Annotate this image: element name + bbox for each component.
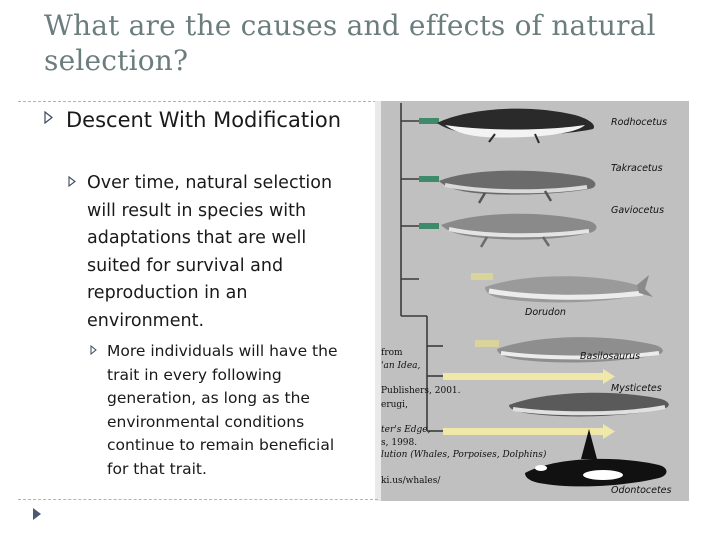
- gaviocetus-illustration: [441, 213, 597, 248]
- label-odontocetes: Odontocetes: [611, 485, 672, 496]
- label-basilosaurus: Basilosaurus: [580, 351, 640, 362]
- label-gaviocetus: Gaviocetus: [611, 205, 664, 216]
- takracetus-illustration: [439, 170, 596, 204]
- credit-fragment-3: Publishers, 2001.: [381, 386, 461, 396]
- bullet-level3-icon: [90, 345, 97, 355]
- basilosaurus-illustration: [497, 337, 663, 363]
- rodhocetus-illustration: [437, 108, 595, 144]
- credit-fragment-6: s, 1998.: [381, 438, 417, 448]
- whale-evolution-figure: Rodhocetus Takracetus Gaviocetus Dorudon…: [375, 101, 689, 501]
- credit-fragment-2: 'an Idea,: [381, 361, 421, 371]
- credit-fragment-7: lution (Whales, Porpoises, Dolphins): [381, 449, 547, 460]
- bullet-descent-with-modification: Descent With Modification: [66, 108, 342, 132]
- footer-divider: [18, 499, 378, 500]
- phylogeny-tree: [400, 103, 443, 432]
- credit-fragment-5: ter's Edge,: [381, 425, 431, 435]
- label-dorudon: Dorudon: [525, 307, 566, 318]
- bullet-more-individuals: More individuals will have the trait in …: [107, 342, 338, 478]
- credit-fragment-8: ki.us/whales/: [381, 476, 441, 486]
- label-takracetus: Takracetus: [611, 163, 663, 174]
- credit-fragment-1: from: [381, 348, 403, 358]
- odontocetes-illustration: [525, 429, 667, 487]
- title-divider: [18, 101, 686, 102]
- bullet-over-time: Over time, natural selection will result…: [87, 173, 333, 331]
- bullet-level1-icon: [44, 111, 53, 124]
- label-rodhocetus: Rodhocetus: [611, 117, 667, 128]
- whale-phylogeny-diagram: Rodhocetus Takracetus Gaviocetus Dorudon…: [375, 101, 672, 501]
- credit-fragment-4: erugi,: [381, 400, 408, 410]
- slide-nav-icon[interactable]: [32, 507, 42, 521]
- dorudon-illustration: [485, 275, 653, 303]
- mysticetes-illustration: [509, 392, 669, 417]
- label-mysticetes: Mysticetes: [611, 383, 662, 394]
- slide-title: What are the causes and effects of natur…: [44, 9, 656, 77]
- bullet-level2-icon: [68, 176, 76, 187]
